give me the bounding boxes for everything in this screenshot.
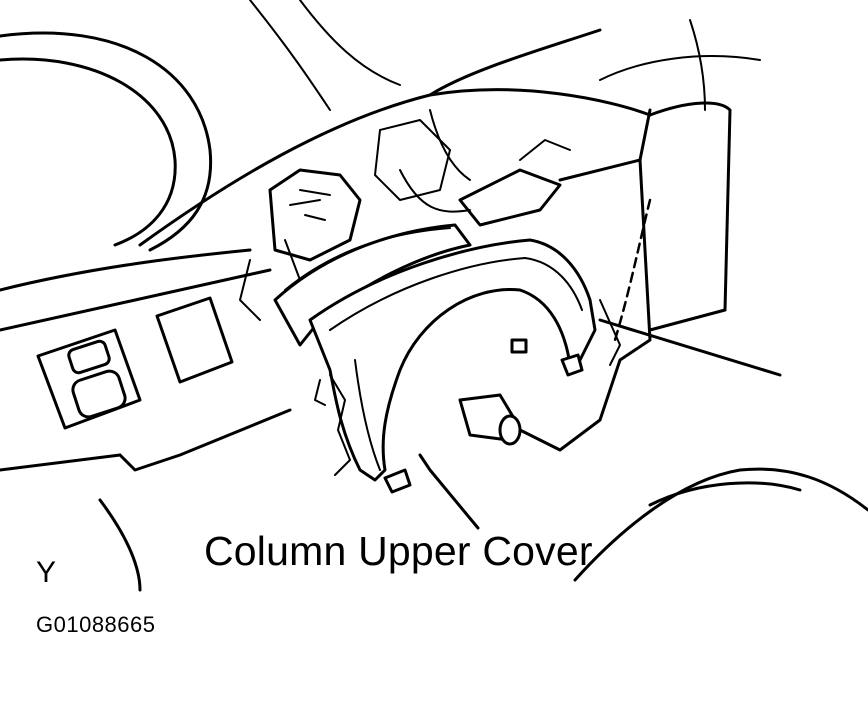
instrument-cluster-outline bbox=[0, 0, 401, 252]
dashboard-outline bbox=[0, 19, 761, 592]
wiring-harness bbox=[239, 109, 571, 321]
callout-leader-line bbox=[418, 453, 480, 530]
steering-wheel-outline bbox=[573, 467, 868, 582]
switch-panel bbox=[36, 296, 234, 430]
view-letter-label: Y bbox=[36, 556, 57, 589]
column-upper-cover-label: Column Upper Cover bbox=[204, 528, 593, 574]
switch-stalk bbox=[314, 374, 522, 476]
column-upper-cover bbox=[308, 238, 597, 494]
column-lower-cover bbox=[518, 108, 782, 452]
figure-code-label: G01088665 bbox=[36, 612, 156, 637]
